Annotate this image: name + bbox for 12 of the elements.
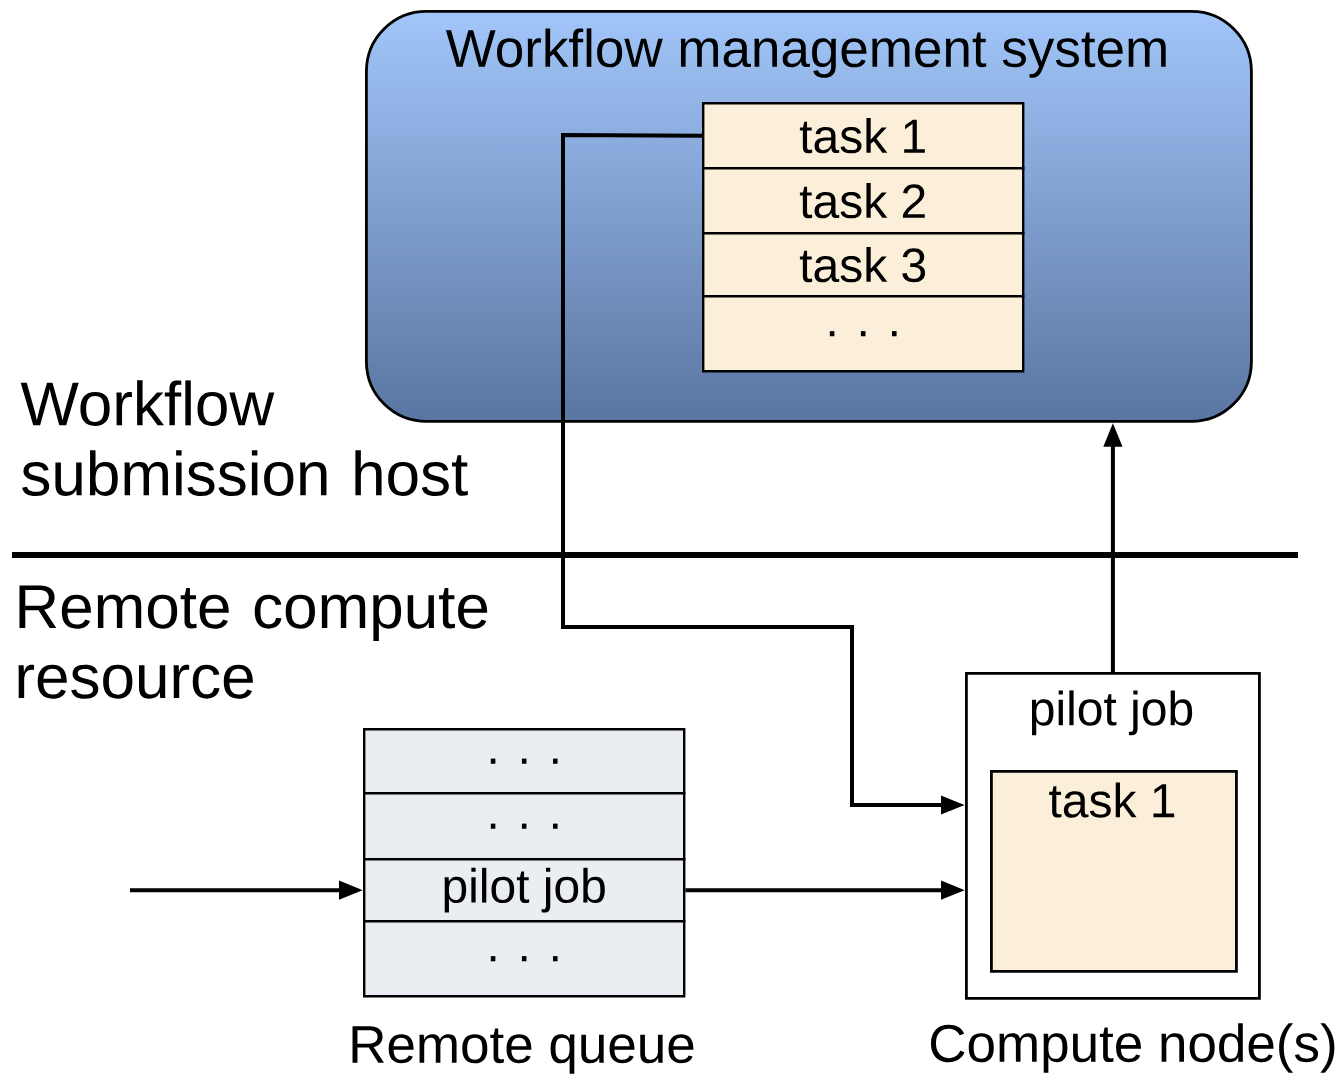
task-row: task 3 (702, 232, 1025, 298)
queue-row: . . . (363, 920, 686, 998)
node-caption: Compute node(s) (930, 1023, 1335, 1073)
queue-caption: Remote queue (352, 1026, 694, 1074)
queue-row: pilot job (363, 858, 686, 923)
task-row: . . . (702, 295, 1025, 373)
task-row: task 1 (702, 102, 1025, 170)
task-box: task 1 (990, 770, 1238, 973)
task-row: task 2 (702, 167, 1025, 235)
queue-row: . . . (363, 792, 686, 861)
queue-row: . . . (363, 728, 686, 795)
region-label: Remote compute resource (18, 585, 488, 699)
